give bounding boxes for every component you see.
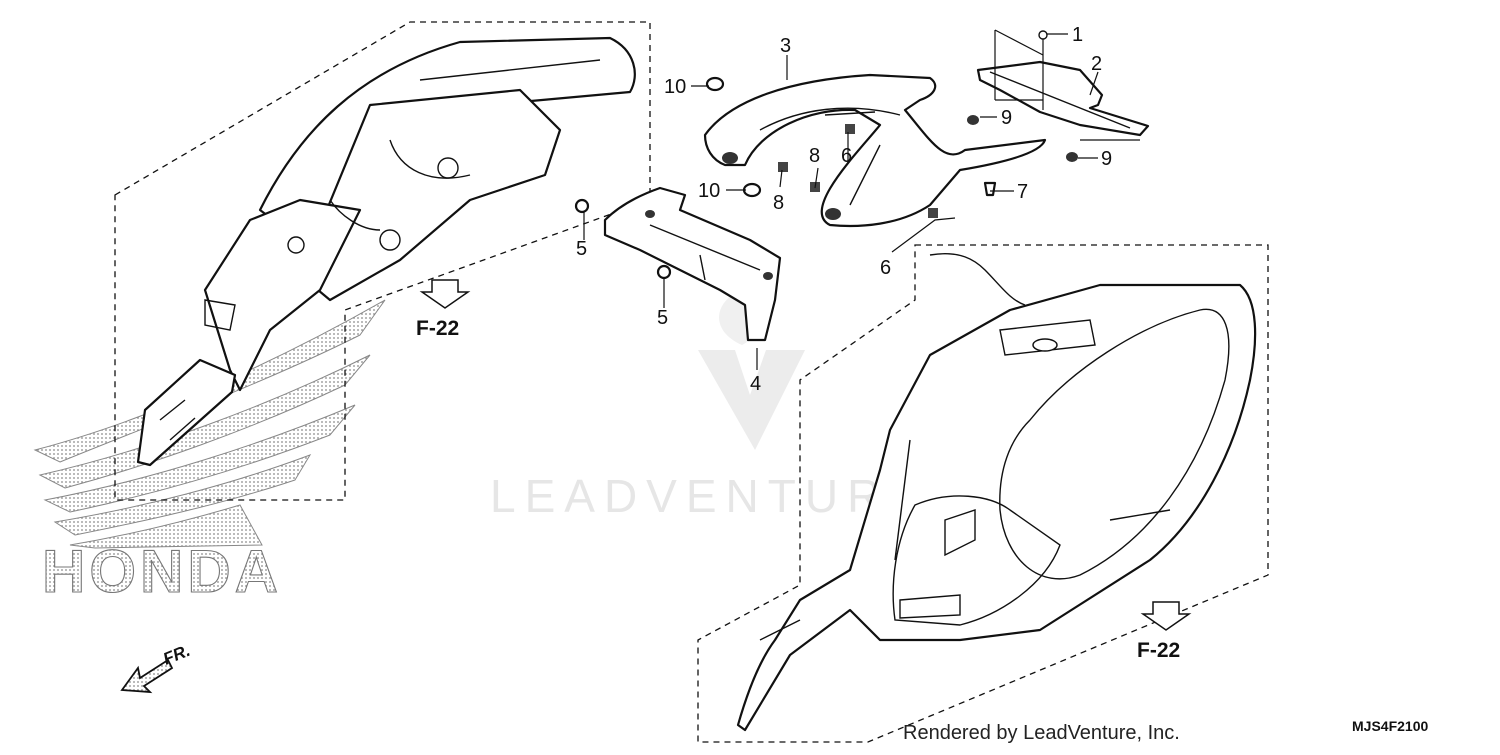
callout-1: 1 bbox=[1072, 24, 1083, 46]
front-direction-label: FR. bbox=[160, 641, 193, 669]
callout-4: 4 bbox=[750, 373, 761, 395]
section-ref-bottom: F-22 bbox=[1137, 601, 1192, 662]
callout-6b: 6 bbox=[880, 257, 891, 279]
honda-wing-logo: HONDA bbox=[33, 299, 386, 606]
leader-lines bbox=[583, 29, 1140, 370]
part-4-lower-trim bbox=[603, 186, 782, 342]
honda-brand-mark: HONDA bbox=[42, 538, 282, 605]
section-ref-top-label: F-22 bbox=[416, 317, 459, 340]
section-ref-top: F-22 bbox=[416, 279, 471, 340]
callout-5a: 5 bbox=[576, 238, 587, 260]
callout-10b: 10 bbox=[698, 180, 720, 202]
side-cover-assembly bbox=[697, 244, 1269, 743]
watermark-text: LEADVENTURE bbox=[490, 470, 929, 522]
callout-3: 3 bbox=[780, 35, 791, 57]
diagram-code: MJS4F2100 bbox=[1352, 718, 1428, 734]
callout-2: 2 bbox=[1091, 53, 1102, 75]
callout-8b: 8 bbox=[809, 145, 820, 167]
callout-10a: 10 bbox=[664, 76, 686, 98]
render-credit: Rendered by LeadVenture, Inc. bbox=[903, 722, 1180, 744]
callout-6a: 6 bbox=[841, 145, 852, 167]
leadventure-watermark: LEADVENTURE bbox=[490, 290, 929, 522]
callout-9b: 9 bbox=[1101, 148, 1112, 170]
rear-frame-assembly bbox=[114, 21, 651, 501]
fastener-set bbox=[574, 76, 997, 280]
section-ref-bottom-label: F-22 bbox=[1137, 639, 1180, 662]
callout-7: 7 bbox=[1017, 181, 1028, 203]
part-2-bracket bbox=[967, 30, 1150, 162]
callout-8a: 8 bbox=[773, 192, 784, 214]
part-3-rear-cowl bbox=[703, 73, 1047, 228]
callout-5b: 5 bbox=[657, 307, 668, 329]
callouts: 1 2 3 4 5 5 6 6 7 8 8 9 9 10 10 bbox=[576, 24, 1112, 395]
front-direction-indicator: FR. bbox=[120, 641, 193, 694]
callout-9a: 9 bbox=[1001, 107, 1012, 129]
